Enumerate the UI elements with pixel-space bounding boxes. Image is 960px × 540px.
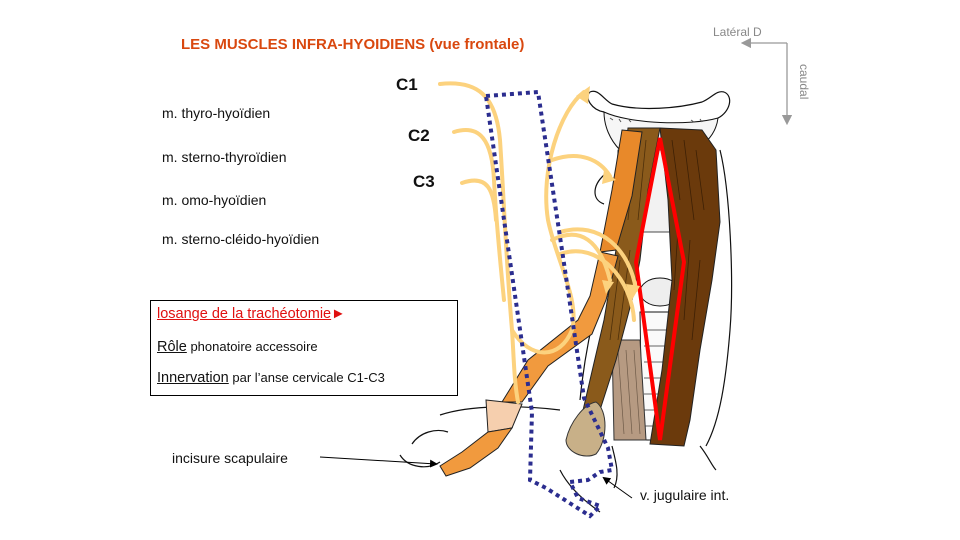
sterno-thyroid-muscle — [611, 339, 647, 441]
nerve-label-c3: C3 — [413, 172, 435, 191]
thyro-hyoid-muscle — [599, 129, 643, 253]
ansa-cervicalis-nerves — [438, 81, 638, 404]
jugular-vein-label: v. jugulaire int. — [640, 487, 730, 503]
info-box: losange de la trachéotomie► Rôle phonato… — [150, 300, 458, 396]
nerve-label-c2: C2 — [408, 126, 430, 145]
omo-hyoid-muscle — [439, 251, 619, 477]
orientation-caudal-label: caudal — [797, 64, 811, 100]
tracheotomy-label: losange de la trachéotomie — [157, 306, 332, 322]
tracheotomy-rhombus — [633, 137, 687, 441]
red-arrow-icon: ► — [331, 306, 346, 322]
innervation-line: Innervation par l’anse cervicale C1-C3 — [157, 370, 385, 386]
pointer-lines — [319, 456, 633, 499]
tracheotomy-line: losange de la trachéotomie► — [157, 306, 345, 322]
nerve-arrowheads — [576, 86, 640, 300]
innervation-label: Innervation — [157, 370, 229, 386]
page-title: LES MUSCLES INFRA-HYOIDIENS (vue frontal… — [181, 36, 525, 53]
neck-outline — [399, 90, 733, 513]
sterno-hyoid-right-muscle — [649, 127, 721, 447]
role-label: Rôle — [157, 339, 187, 355]
orientation-lateral-label: Latéral D — [713, 25, 762, 39]
role-line: Rôle phonatoire accessoire — [157, 339, 318, 355]
muscle-label-thyro-hyoid: m. thyro-hyoïdien — [162, 105, 271, 121]
nerve-label-c1: C1 — [396, 75, 418, 94]
role-text: phonatoire accessoire — [186, 339, 318, 354]
orientation-indicator — [740, 37, 793, 126]
innervation-text: par l’anse cervicale C1-C3 — [228, 370, 385, 385]
ansa-cervicalis-frame — [483, 89, 615, 519]
muscle-label-omo-hyoid: m. omo-hyoïdien — [162, 192, 267, 208]
muscle-label-sterno-cleido-hyoid: m. sterno-cléido-hyoïdien — [162, 231, 320, 247]
sterno-head-tendon — [565, 401, 606, 457]
muscle-label-sterno-thyroid: m. sterno-thyroïdien — [162, 149, 287, 165]
incisure-scapulaire-label: incisure scapulaire — [172, 450, 288, 466]
